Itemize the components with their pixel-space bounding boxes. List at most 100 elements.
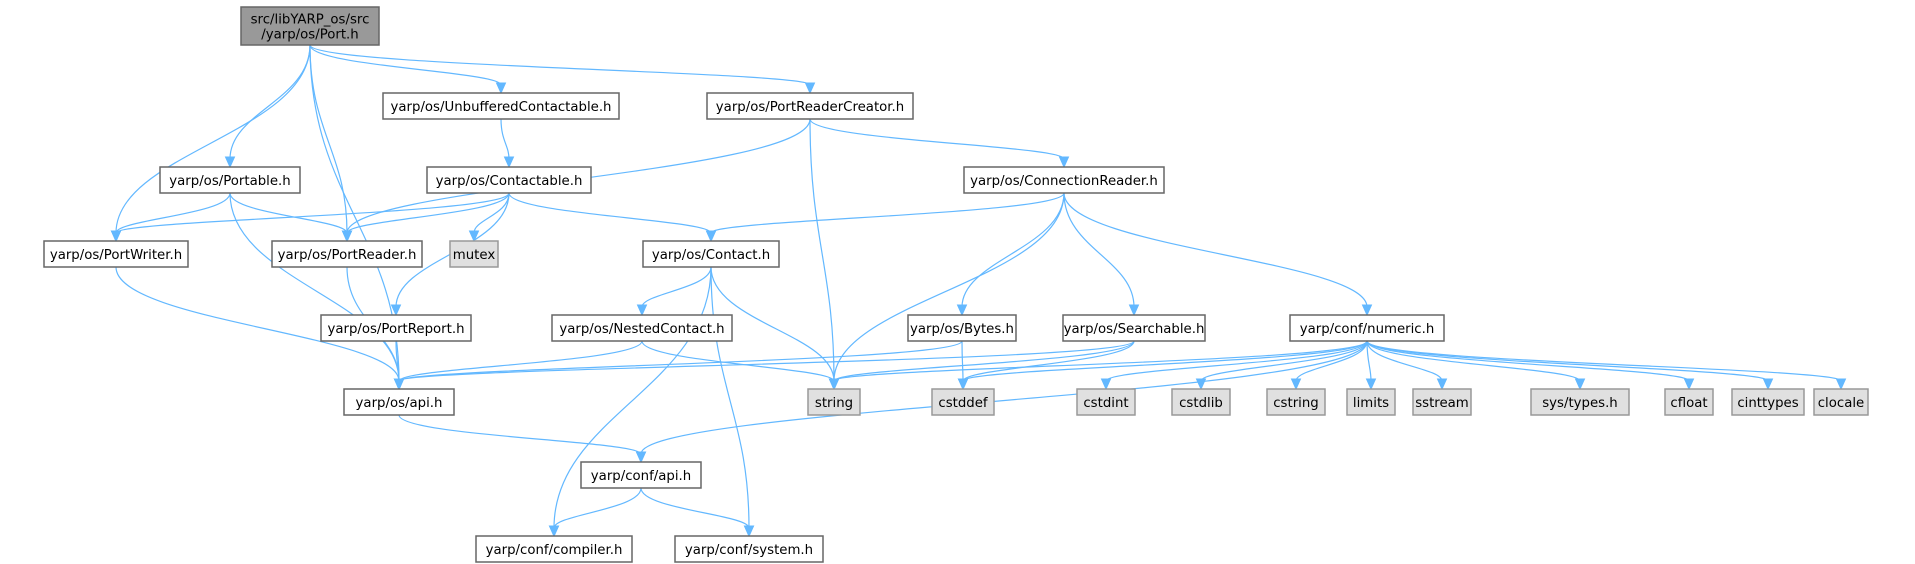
- edges-layer: [110, 44, 1847, 538]
- node-unbuffered[interactable]: yarp/os/UnbufferedContactable.h: [382, 92, 620, 120]
- node-string: string: [807, 388, 861, 416]
- edge-line: [500, 118, 510, 160]
- node-label: clocale: [1818, 396, 1864, 411]
- edge-numeric-to-cstddef: [957, 340, 1368, 391]
- node-label: yarp/os/ConnectionReader.h: [970, 174, 1158, 189]
- edge-line: [508, 192, 712, 234]
- edge-line: [553, 487, 642, 529]
- edge-line: [961, 192, 1065, 308]
- node-cstring: cstring: [1266, 388, 1326, 416]
- edge-connreader-to-string: [828, 192, 1065, 391]
- edge-bytes-to-osapi: [393, 340, 963, 391]
- edge-line: [398, 340, 963, 382]
- arrowhead-icon: [1290, 378, 1302, 391]
- node-box: [1076, 388, 1136, 416]
- node-numeric[interactable]: yarp/conf/numeric.h: [1289, 314, 1445, 342]
- node-box: [320, 314, 472, 342]
- edge-line: [229, 192, 400, 382]
- edge-confapi-to-compiler: [548, 487, 642, 538]
- node-cstdlib: cstdlib: [1171, 388, 1231, 416]
- node-box: [426, 166, 592, 194]
- arrowhead-icon: [1365, 378, 1377, 391]
- node-box: [1530, 388, 1630, 416]
- arrowhead-icon: [1762, 378, 1774, 391]
- node-box: [642, 240, 780, 268]
- edge-line: [641, 340, 835, 382]
- node-label: yarp/conf/numeric.h: [1300, 322, 1435, 337]
- arrowhead-icon: [636, 304, 648, 317]
- node-system[interactable]: yarp/conf/system.h: [674, 535, 824, 563]
- node-label: yarp/os/UnbufferedContactable.h: [391, 100, 612, 115]
- node-label: limits: [1353, 396, 1389, 411]
- edge-numeric-to-confapi: [635, 340, 1368, 464]
- node-compiler[interactable]: yarp/conf/compiler.h: [475, 535, 633, 563]
- node-label: yarp/os/Contactable.h: [436, 174, 583, 189]
- node-box: [475, 535, 633, 563]
- node-nested[interactable]: yarp/os/NestedContact.h: [551, 314, 733, 342]
- edge-line: [833, 192, 1065, 382]
- node-box: [271, 240, 423, 268]
- node-label: yarp/os/Portable.h: [169, 174, 290, 189]
- arrowhead-icon: [548, 525, 560, 538]
- node-label: cstddef: [938, 396, 988, 411]
- node-label: yarp/os/PortReader.h: [278, 248, 417, 263]
- node-bytes[interactable]: yarp/os/Bytes.h: [907, 314, 1017, 342]
- edge-line: [1366, 340, 1769, 382]
- arrowhead-icon: [957, 378, 969, 391]
- edge-numeric-to-sstream: [1366, 340, 1448, 391]
- edge-numeric-to-cstdint: [1100, 340, 1368, 391]
- node-label: yarp/os/NestedContact.h: [559, 322, 724, 337]
- edge-line: [115, 44, 311, 234]
- node-box: [1346, 388, 1396, 416]
- edge-port-to-prcreator: [309, 44, 816, 95]
- edge-line: [809, 118, 1065, 160]
- node-portreader[interactable]: yarp/os/PortReader.h: [271, 240, 423, 268]
- arrowhead-icon: [390, 304, 402, 317]
- arrowhead-icon: [743, 525, 755, 538]
- node-confapi[interactable]: yarp/conf/api.h: [580, 461, 702, 489]
- edge-line: [710, 266, 835, 382]
- arrowhead-icon: [828, 378, 840, 391]
- node-box: [931, 388, 995, 416]
- node-box: [551, 314, 733, 342]
- node-label: string: [815, 396, 853, 411]
- edge-numeric-to-cstdlib: [1195, 340, 1368, 391]
- node-portreport[interactable]: yarp/os/PortReport.h: [320, 314, 472, 342]
- node-contact[interactable]: yarp/os/Contact.h: [642, 240, 780, 268]
- edge-line: [115, 192, 231, 234]
- edge-line: [1063, 192, 1135, 308]
- arrowhead-icon: [1058, 156, 1070, 169]
- node-box: [963, 166, 1165, 194]
- node-port[interactable]: src/libYARP_os/src/yarp/os/Port.h: [240, 6, 380, 46]
- node-box: [807, 388, 861, 416]
- node-box: [1412, 388, 1472, 416]
- edge-line: [229, 44, 311, 160]
- node-cstddef: cstddef: [931, 388, 995, 416]
- arrowhead-icon: [635, 451, 647, 464]
- arrowhead-icon: [1683, 378, 1695, 391]
- edge-prcreator-to-string: [809, 118, 840, 391]
- edge-contact-to-nested: [636, 266, 712, 317]
- node-searchable[interactable]: yarp/os/Searchable.h: [1062, 314, 1206, 342]
- edge-line: [1366, 340, 1690, 382]
- node-limits: limits: [1346, 388, 1396, 416]
- node-osapi[interactable]: yarp/os/api.h: [343, 388, 455, 416]
- arrowhead-icon: [503, 156, 515, 169]
- edge-line: [346, 192, 510, 234]
- node-contactable[interactable]: yarp/os/Contactable.h: [426, 166, 592, 194]
- node-box: [1062, 314, 1206, 342]
- node-portwriter[interactable]: yarp/os/PortWriter.h: [43, 240, 189, 268]
- edge-numeric-to-cinttypes: [1366, 340, 1774, 391]
- edge-line: [710, 266, 750, 529]
- node-box: [449, 240, 499, 268]
- arrowhead-icon: [705, 230, 717, 243]
- node-portable[interactable]: yarp/os/Portable.h: [159, 166, 301, 194]
- node-label: yarp/os/api.h: [356, 396, 443, 411]
- node-label: cstdint: [1083, 396, 1128, 411]
- node-label: yarp/os/PortWriter.h: [50, 248, 182, 263]
- edge-nested-to-osapi: [393, 340, 643, 391]
- edge-port-to-unbuffered: [309, 44, 507, 95]
- node-connreader[interactable]: yarp/os/ConnectionReader.h: [963, 166, 1165, 194]
- edge-numeric-to-clocale: [1366, 340, 1847, 391]
- node-prcreator[interactable]: yarp/os/PortReaderCreator.h: [706, 92, 914, 120]
